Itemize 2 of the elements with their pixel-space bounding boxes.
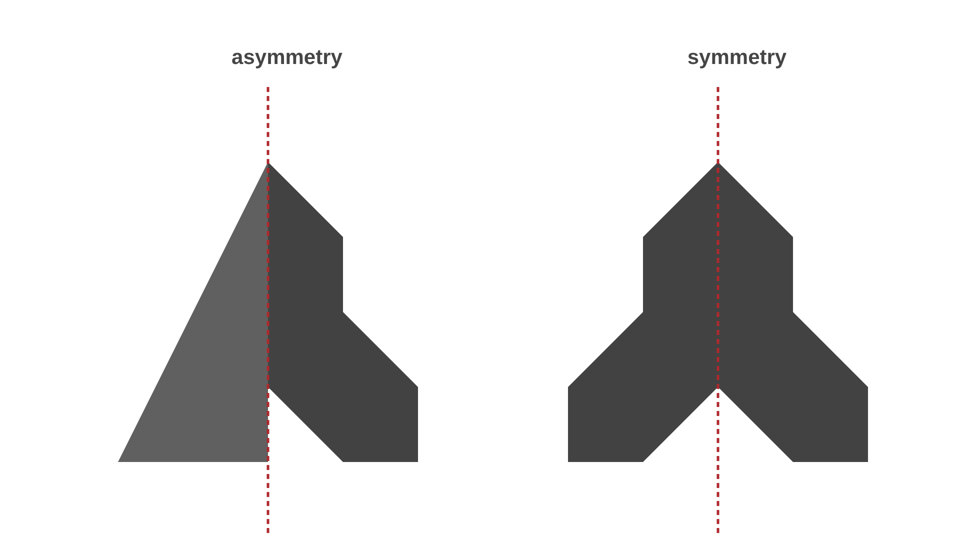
heading: symmetry [687, 47, 787, 68]
heading: asymmetry [232, 47, 342, 68]
